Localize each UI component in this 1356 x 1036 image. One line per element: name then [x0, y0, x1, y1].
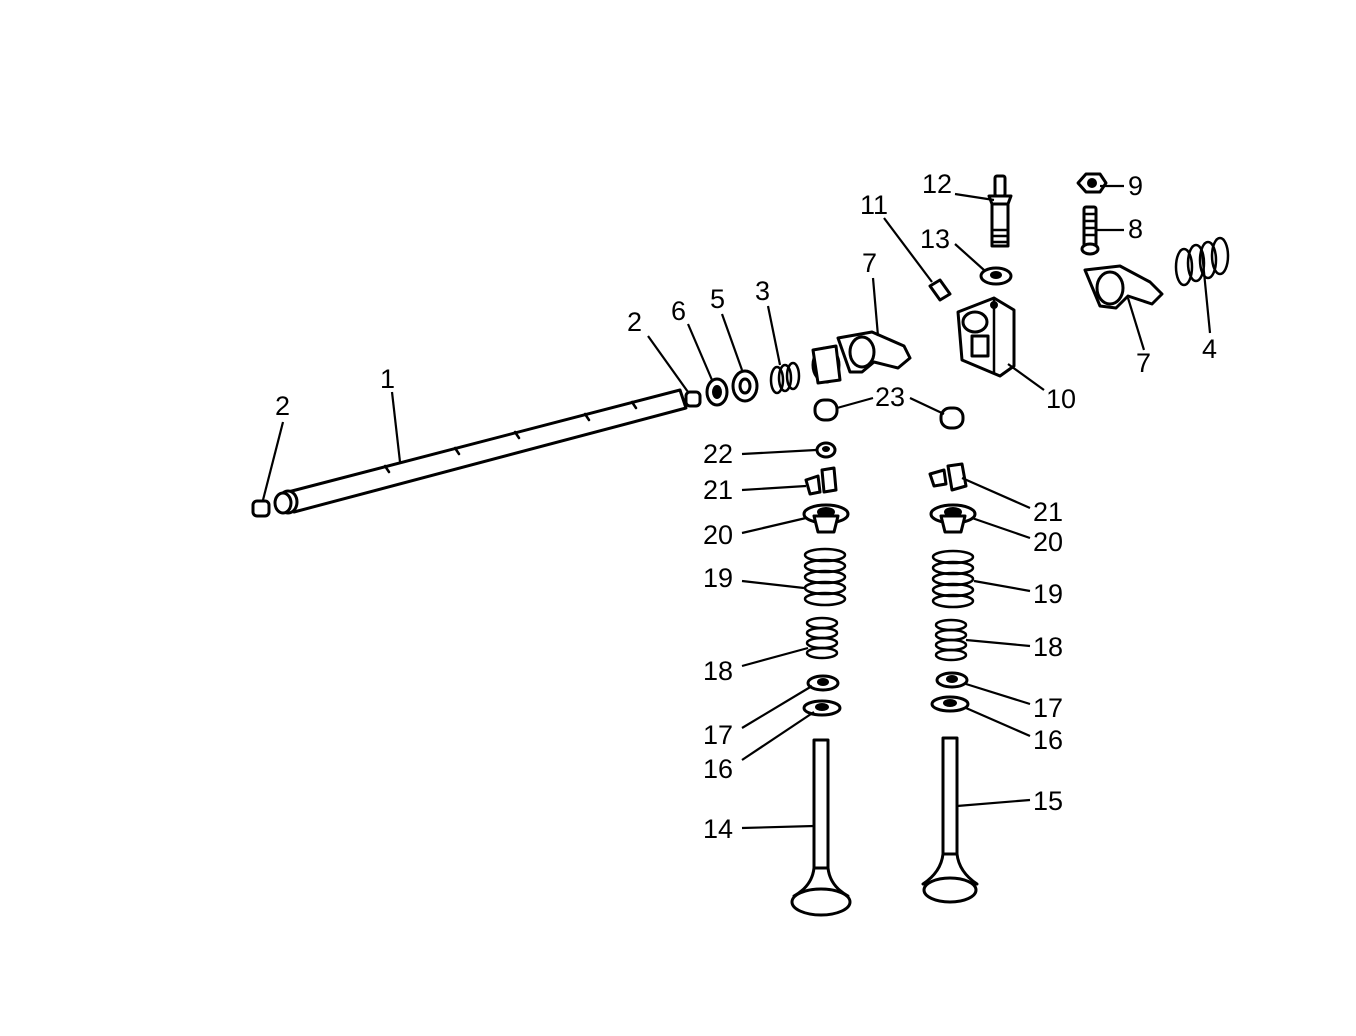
callout-8: 8: [1128, 214, 1143, 244]
valve-collets-right: [928, 462, 968, 492]
callout-16-left: 16: [703, 754, 733, 784]
callout-7-left: 7: [862, 248, 877, 278]
callout-16-right: 16: [1033, 725, 1063, 755]
callout-13: 13: [920, 224, 950, 254]
callout-18-left: 18: [703, 656, 733, 686]
callout-17-right: 17: [1033, 693, 1063, 723]
callout-21-right: 21: [1033, 497, 1063, 527]
shaft-plug-left: [251, 499, 271, 518]
lower-washer-right: [930, 695, 970, 713]
callout-7-right: 7: [1136, 348, 1151, 378]
locating-pin: [928, 278, 952, 302]
valve-collets-left: [804, 466, 838, 496]
callout-5: 5: [710, 284, 725, 314]
callout-10: 10: [1046, 384, 1076, 414]
valve-cap-left: [813, 398, 839, 422]
inner-valve-spring-left: [805, 616, 839, 660]
lock-nut: [1076, 172, 1108, 194]
rocker-shaft: [273, 388, 688, 515]
callout-19-right: 19: [1033, 579, 1063, 609]
callout-9: 9: [1128, 171, 1143, 201]
callout-17-left: 17: [703, 720, 733, 750]
outer-valve-spring-left: [803, 547, 847, 607]
callout-4: 4: [1202, 334, 1217, 364]
callout-21-left: 21: [703, 475, 733, 505]
spring-seat-right: [935, 671, 969, 689]
flat-washer: [731, 369, 759, 403]
shaft-spring: [769, 361, 801, 395]
spring-seat-left: [806, 674, 840, 692]
shaft-plug-right: [684, 390, 702, 408]
stud-washer: [979, 266, 1013, 286]
exhaust-valve: [790, 738, 852, 917]
rocker-arm-left: [811, 330, 912, 385]
adjusting-screw: [1080, 205, 1100, 256]
callout-20-left: 20: [703, 520, 733, 550]
callout-12: 12: [922, 169, 952, 199]
spring-washer: [705, 377, 729, 407]
intake-valve: [921, 736, 979, 904]
callout-19-left: 19: [703, 563, 733, 593]
callout-1: 1: [380, 364, 395, 394]
callout-22: 22: [703, 439, 733, 469]
lower-washer-left: [802, 699, 842, 717]
callout-labels: 1 2 2 6 5 3 7 11 12 13 9 8 4 7 10 23 22 …: [275, 169, 1217, 844]
callout-20-right: 20: [1033, 527, 1063, 557]
callout-11: 11: [860, 190, 888, 220]
callout-14: 14: [703, 814, 733, 844]
callout-3: 3: [755, 276, 770, 306]
stud-bolt: [987, 174, 1013, 248]
valve-cap-right: [939, 406, 965, 430]
leader-lines: [261, 184, 1212, 830]
callout-2-left: 2: [275, 391, 290, 421]
stem-seal: [815, 441, 837, 459]
rocker-arm-right: [1083, 264, 1164, 310]
rocker-bracket: [956, 296, 1016, 378]
callout-23: 23: [875, 382, 905, 412]
callout-15: 15: [1033, 786, 1063, 816]
spring-retainer-right: [929, 503, 977, 534]
callout-2-right: 2: [627, 307, 642, 337]
callout-6: 6: [671, 296, 686, 326]
spring-retainer-left: [802, 503, 850, 534]
outer-valve-spring-right: [931, 549, 975, 609]
inner-valve-spring-right: [934, 618, 968, 662]
callout-18-right: 18: [1033, 632, 1063, 662]
